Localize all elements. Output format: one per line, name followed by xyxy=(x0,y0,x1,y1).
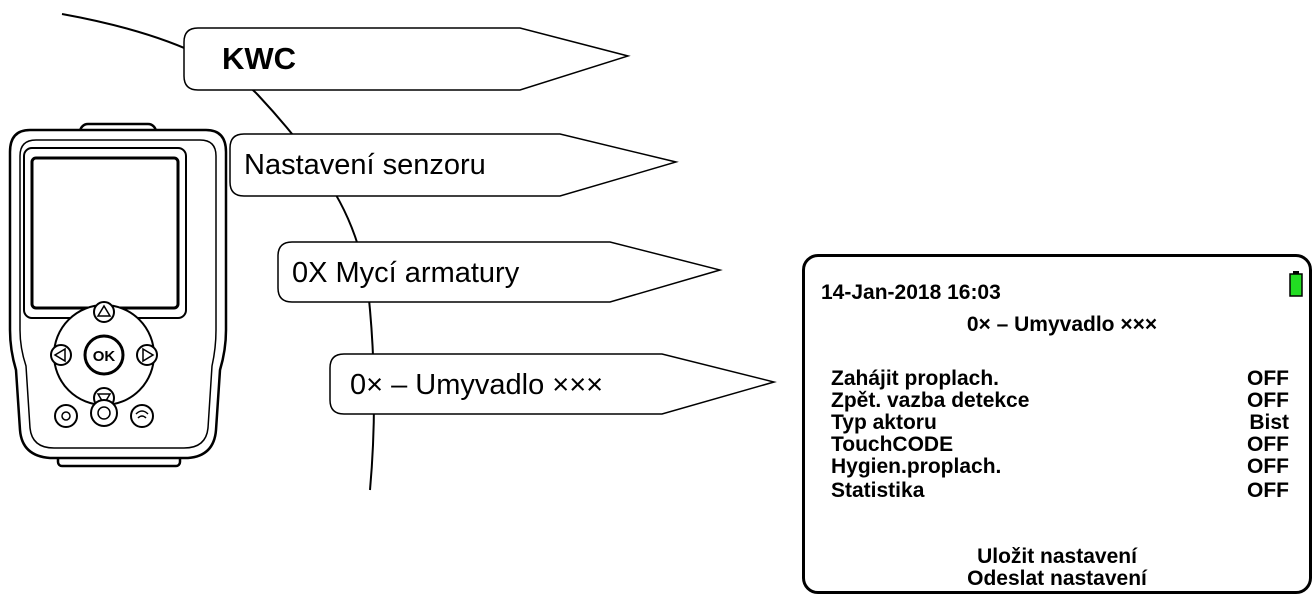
setting-value: OFF xyxy=(1247,367,1289,390)
power-button xyxy=(90,399,118,427)
setting-value: OFF xyxy=(1247,389,1289,412)
device-screen xyxy=(30,156,180,310)
setting-label: TouchCODE xyxy=(831,433,954,456)
setting-label: Zpět. vazba detekce xyxy=(831,389,1030,412)
setting-row[interactable]: Zpět. vazba detekce OFF xyxy=(831,389,1289,413)
menu-tag-1 xyxy=(183,27,631,91)
setting-value: OFF xyxy=(1247,455,1289,478)
menu-tag-1-label: KWC xyxy=(222,41,297,76)
screen-datetime: 14-Jan-2018 16:03 xyxy=(821,281,1001,304)
setting-row[interactable]: Hygien.proplach. OFF xyxy=(831,455,1289,479)
setting-label: Hygien.proplach. xyxy=(831,455,1002,478)
device-screen-panel: 14-Jan-2018 16:03 0× – Umyvadlo ××× Zahá… xyxy=(802,254,1312,594)
send-settings-item[interactable]: Odeslat nastavení xyxy=(967,567,1147,590)
setting-row[interactable]: Typ aktoru Bist xyxy=(831,411,1289,435)
right-arrow-icon xyxy=(142,347,155,363)
left-arrow-icon xyxy=(53,347,66,363)
save-settings-item[interactable]: Uložit nastavení xyxy=(977,545,1137,568)
ok-button xyxy=(83,334,125,376)
setting-label: Statistika xyxy=(831,479,925,502)
menu-tag-3 xyxy=(277,241,723,303)
setting-label: Zahájit proplach. xyxy=(831,367,1000,390)
screen-title: 0× – Umyvadlo ××× xyxy=(966,313,1158,336)
setting-value: OFF xyxy=(1247,479,1289,502)
handheld-device: OK xyxy=(8,122,228,468)
menu-tag-4 xyxy=(329,353,777,415)
ok-button-label: OK xyxy=(93,348,116,365)
left-function-button xyxy=(54,404,78,428)
wireless-icon xyxy=(135,410,149,419)
menu-tag-2 xyxy=(229,133,679,197)
setting-row[interactable]: TouchCODE OFF xyxy=(831,433,1289,457)
up-arrow-icon xyxy=(96,304,112,317)
setting-label: Typ aktoru xyxy=(831,411,937,434)
power-icon xyxy=(97,406,111,420)
battery-icon xyxy=(1289,271,1303,297)
setting-row[interactable]: Zahájit proplach. OFF xyxy=(831,367,1289,391)
menu-tag-4-label: 0× – Umyvadlo ××× xyxy=(350,369,604,401)
menu-tag-2-label: Nastavení senzoru xyxy=(244,149,486,181)
menu-tag-3-label: 0X Mycí armatury xyxy=(292,257,520,289)
setting-value: OFF xyxy=(1247,433,1289,456)
setting-value: Bist xyxy=(1249,411,1289,434)
setting-row[interactable]: Statistika OFF xyxy=(831,479,1289,503)
